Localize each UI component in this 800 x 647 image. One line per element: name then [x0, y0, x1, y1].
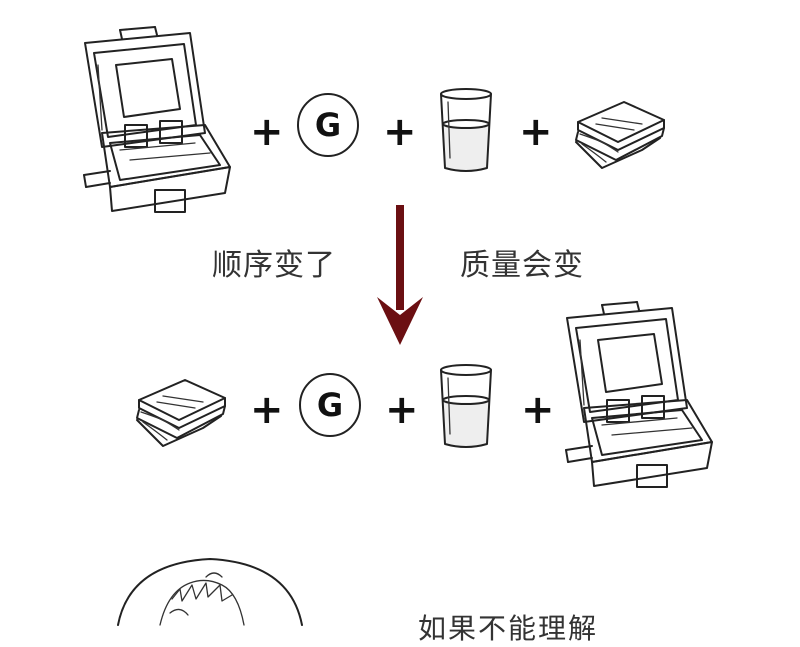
water-glass-icon — [440, 88, 492, 172]
plus-sign: + — [519, 109, 553, 155]
coin-g-icon: G — [299, 373, 361, 437]
character-hair — [159, 572, 245, 626]
sandwich-icon — [136, 379, 226, 447]
plus-sign: + — [383, 109, 417, 155]
plus-sign: + — [521, 387, 555, 433]
character-portrait-circle — [117, 558, 303, 626]
caption-right: 质量会变 — [460, 248, 584, 283]
down-arrow-icon — [377, 205, 423, 345]
sandwich-icon — [575, 101, 665, 169]
plus-sign: + — [250, 109, 284, 155]
plus-sign: + — [385, 387, 419, 433]
plus-sign: + — [250, 387, 284, 433]
coin-letter: G — [317, 386, 343, 424]
coin-g-icon: G — [297, 93, 359, 157]
comic-panel: + G + + 顺序变了 质量会 — [83, 26, 713, 645]
coin-letter: G — [315, 106, 341, 144]
water-glass-icon — [440, 364, 492, 448]
lunchbox-icon — [83, 26, 231, 213]
lunchbox-icon — [565, 301, 713, 488]
bottom-caption: 如果不能理解 — [418, 612, 599, 645]
caption-left: 顺序变了 — [212, 248, 336, 283]
